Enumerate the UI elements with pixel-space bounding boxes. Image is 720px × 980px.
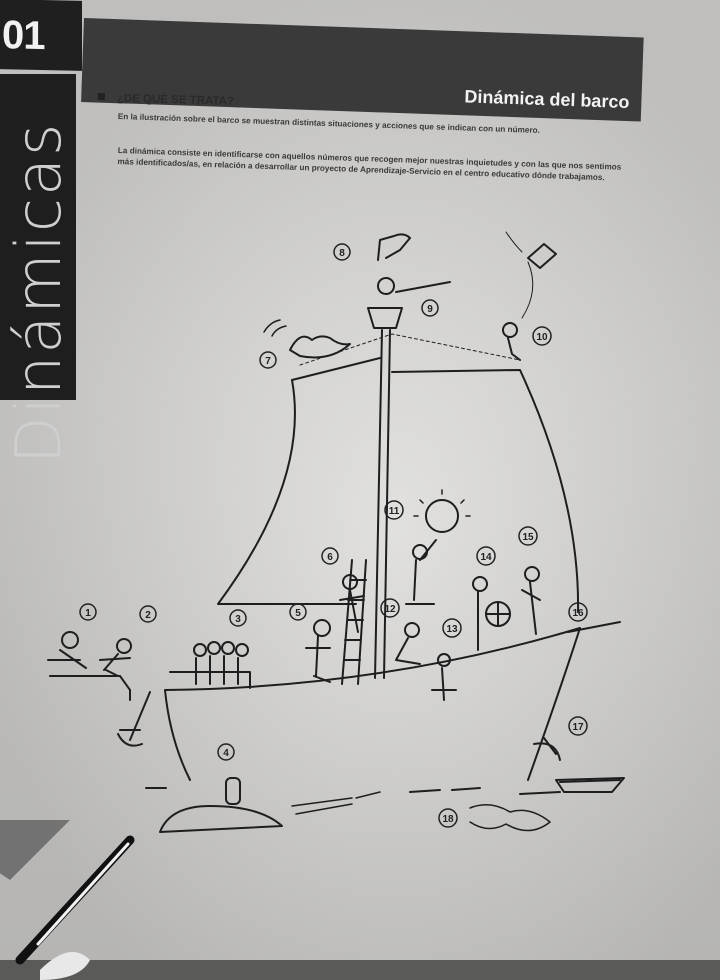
svg-text:10: 10 bbox=[536, 332, 548, 343]
seated-group bbox=[193, 641, 249, 685]
svg-text:14: 14 bbox=[480, 552, 492, 563]
label-16: 16 bbox=[568, 602, 588, 622]
label-6: 6 bbox=[321, 547, 339, 565]
page-lighting bbox=[0, 0, 720, 960]
sun bbox=[425, 499, 459, 533]
crows-nest bbox=[367, 307, 403, 329]
kite bbox=[527, 243, 557, 269]
svg-text:6: 6 bbox=[327, 552, 333, 563]
rope-ladder bbox=[341, 559, 367, 685]
svg-text:7: 7 bbox=[265, 356, 271, 367]
deck-figures bbox=[305, 539, 541, 701]
label-7: 7 bbox=[259, 351, 277, 369]
svg-text:9: 9 bbox=[427, 304, 433, 315]
label-13: 13 bbox=[442, 618, 462, 638]
kite-child-head bbox=[502, 322, 518, 338]
svg-text:8: 8 bbox=[339, 248, 345, 259]
rowboat bbox=[555, 777, 625, 793]
lookout-head bbox=[377, 277, 395, 295]
kite-string bbox=[521, 261, 534, 319]
water-line bbox=[145, 779, 621, 795]
svg-text:18: 18 bbox=[442, 814, 454, 825]
sea-creature bbox=[469, 804, 551, 832]
label-3: 3 bbox=[229, 609, 247, 627]
bird bbox=[289, 335, 351, 359]
mast-flag bbox=[377, 233, 411, 261]
label-12: 12 bbox=[380, 598, 400, 618]
svg-text:2: 2 bbox=[145, 610, 151, 621]
label-8: 8 bbox=[333, 243, 351, 261]
telescope bbox=[395, 281, 451, 293]
anchor bbox=[117, 691, 151, 747]
torpedo bbox=[291, 791, 381, 815]
ship-hull bbox=[164, 627, 581, 781]
rigging bbox=[299, 333, 521, 366]
svg-text:4: 4 bbox=[223, 748, 229, 759]
svg-text:5: 5 bbox=[295, 608, 301, 619]
printed-page bbox=[0, 0, 720, 960]
label-5: 5 bbox=[289, 603, 307, 621]
label-1: 1 bbox=[79, 603, 97, 621]
side-strip: Dinámicas bbox=[0, 74, 76, 464]
svg-text:11: 11 bbox=[389, 506, 400, 517]
label-10: 10 bbox=[532, 326, 552, 346]
svg-text:16: 16 bbox=[572, 608, 584, 619]
svg-text:1: 1 bbox=[85, 608, 91, 619]
label-2: 2 bbox=[139, 605, 157, 623]
label-15: 15 bbox=[518, 526, 538, 546]
svg-text:12: 12 bbox=[384, 604, 396, 615]
ship-illustration: 1 2 3 4 5 6 7 8 9 10 11 12 13 14 15 16 1… bbox=[47, 231, 625, 833]
label-9: 9 bbox=[421, 299, 439, 317]
svg-text:3: 3 bbox=[235, 614, 241, 625]
svg-text:17: 17 bbox=[572, 722, 584, 733]
left-sail bbox=[217, 379, 357, 605]
submarine bbox=[159, 805, 283, 833]
label-11: 11 bbox=[384, 500, 404, 520]
periscope-tower bbox=[225, 777, 241, 805]
number-labels: 1 2 3 4 5 6 7 8 9 10 11 12 13 14 15 16 1… bbox=[79, 243, 588, 828]
label-4: 4 bbox=[217, 743, 235, 761]
pier-figures bbox=[47, 631, 132, 701]
bowsprit bbox=[567, 621, 621, 633]
right-sail bbox=[391, 369, 580, 613]
svg-text:15: 15 bbox=[522, 532, 534, 543]
svg-text:13: 13 bbox=[446, 624, 458, 635]
sail-yard bbox=[291, 357, 381, 381]
pen bbox=[0, 820, 135, 980]
label-14: 14 bbox=[476, 546, 496, 566]
label-18: 18 bbox=[438, 808, 458, 828]
label-17: 17 bbox=[568, 716, 588, 736]
